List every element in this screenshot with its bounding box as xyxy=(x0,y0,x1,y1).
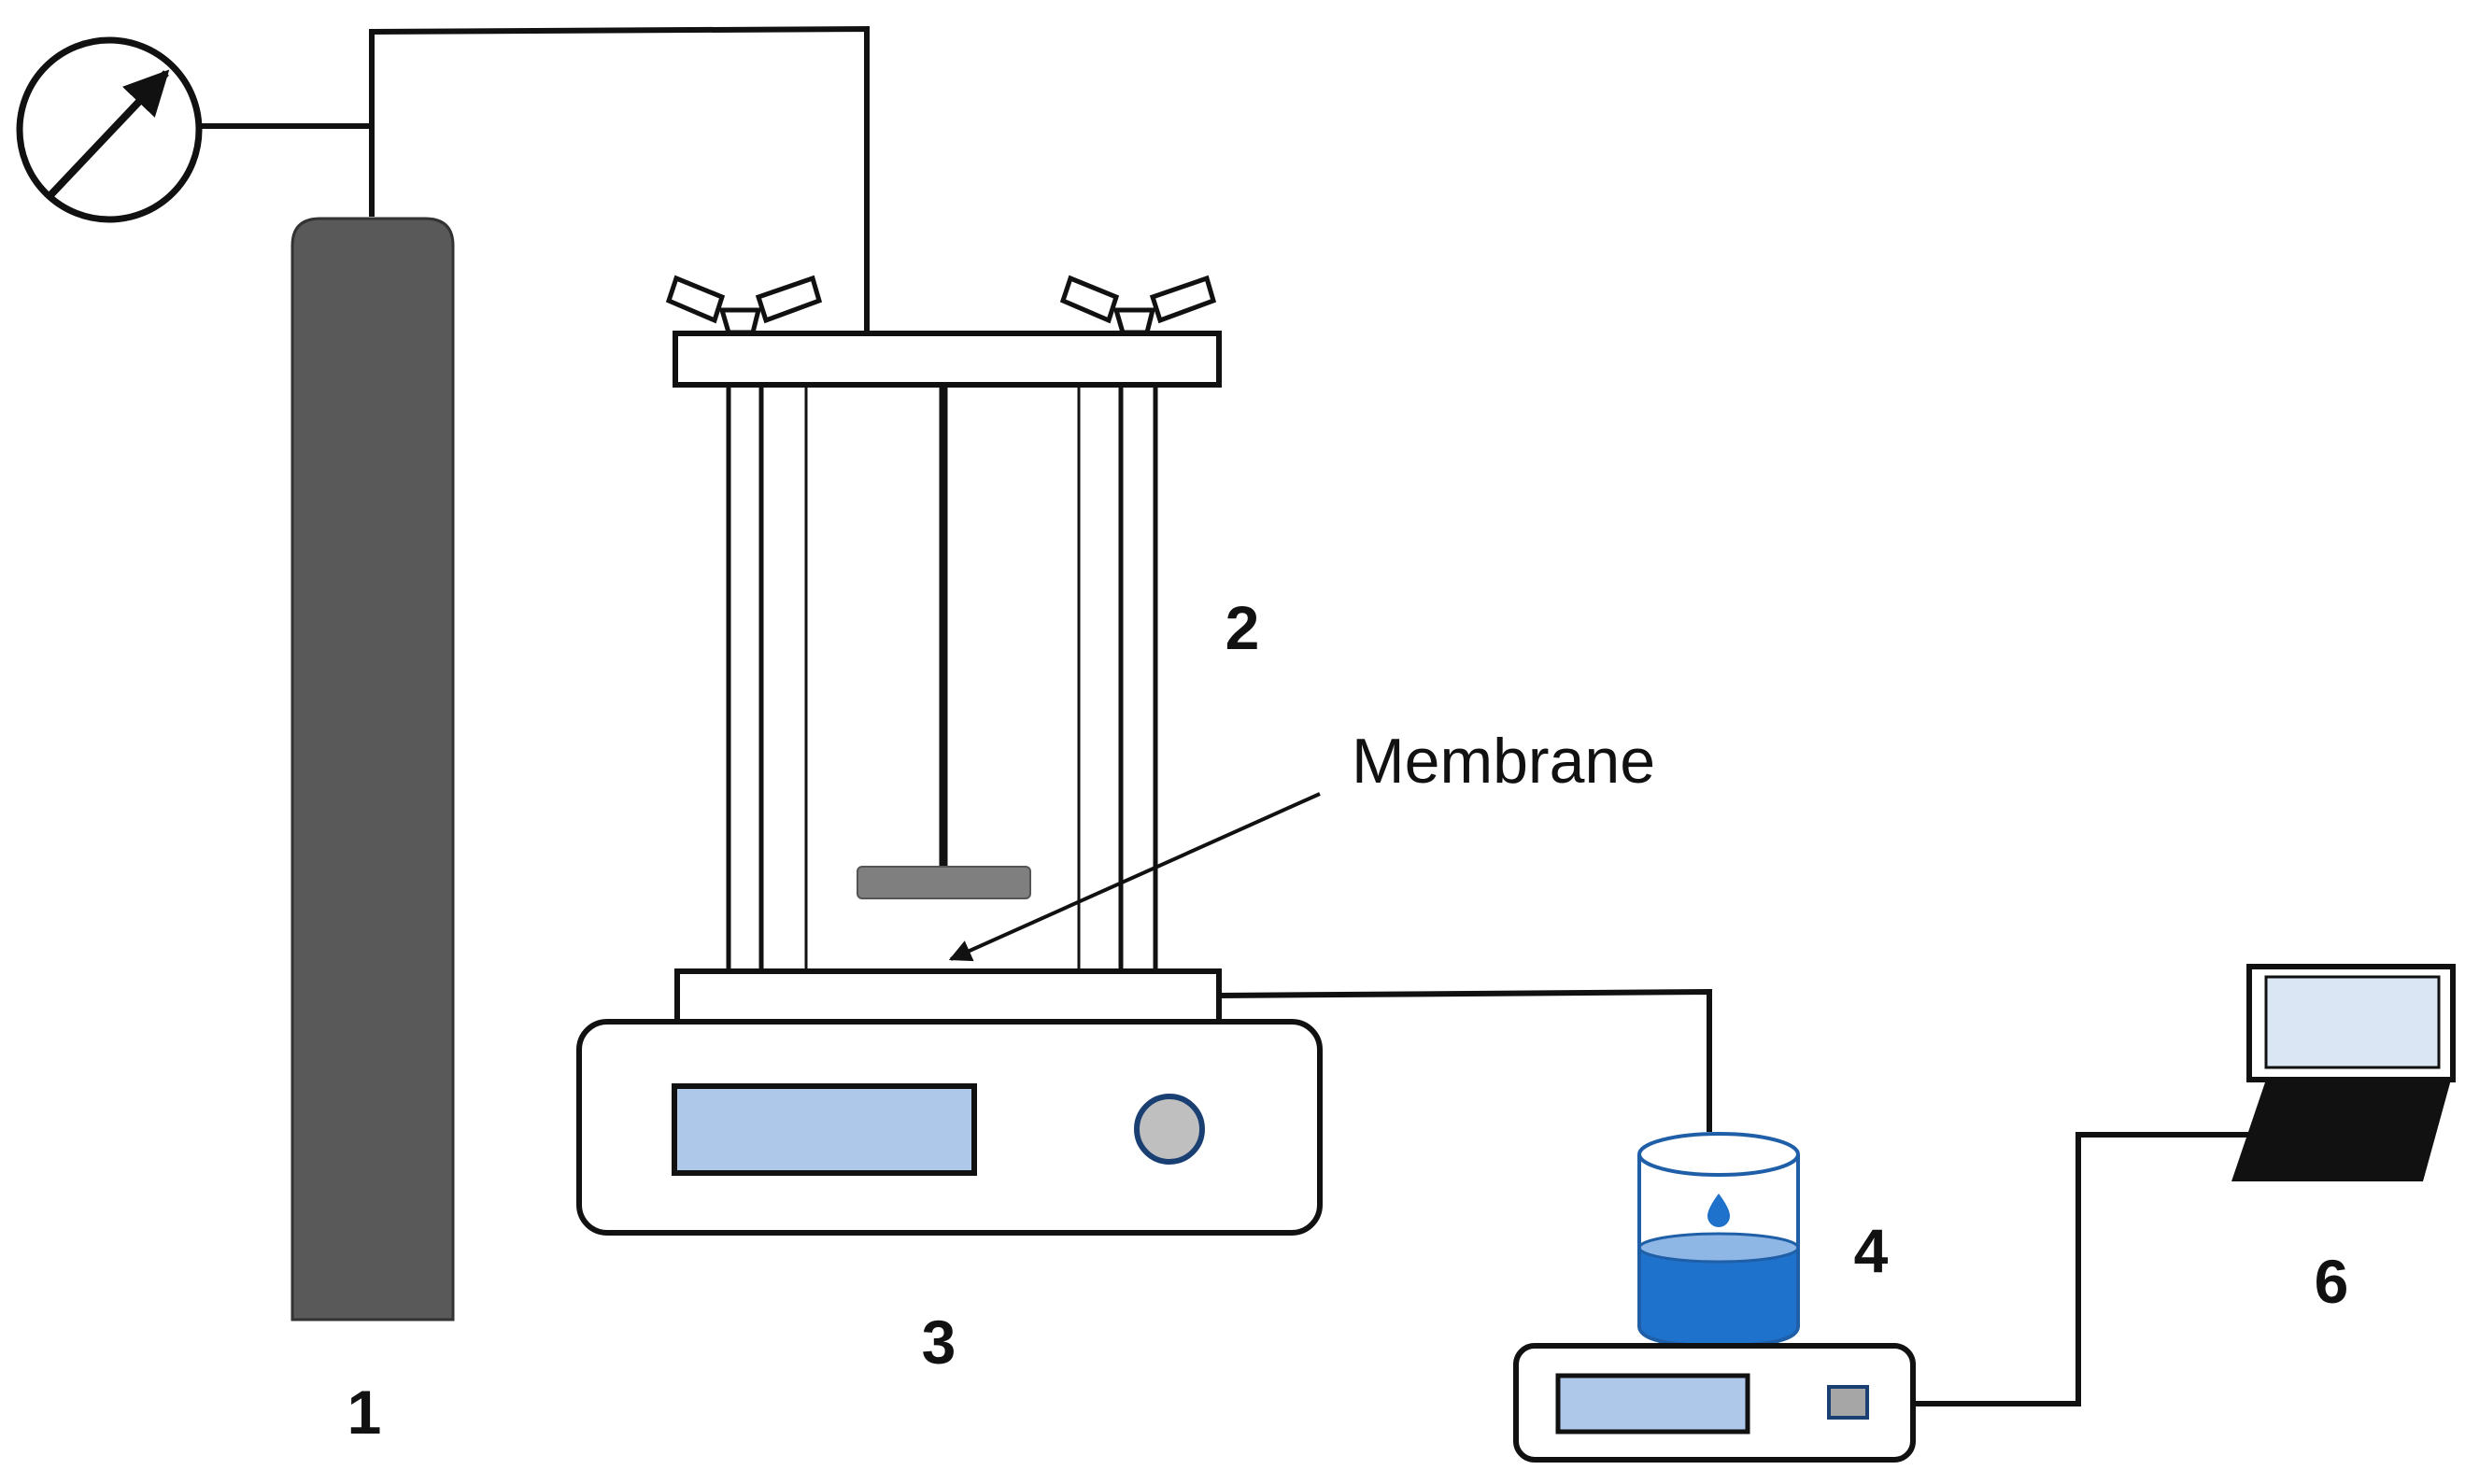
membrane-pointer xyxy=(948,792,1321,962)
stirrer-knob xyxy=(1134,1094,1205,1165)
permeate-tube xyxy=(1218,988,1712,1132)
balance-display xyxy=(1555,1373,1750,1435)
wing-nut-right xyxy=(1059,275,1217,335)
balance-button xyxy=(1827,1385,1869,1420)
label-gas-cylinder: 1 xyxy=(347,1378,382,1447)
stirrer-blade xyxy=(857,866,1031,899)
laptop-icon xyxy=(2231,964,2456,1181)
membrane-label: Membrane xyxy=(1352,726,1655,797)
laptop-base xyxy=(2231,1080,2451,1181)
water-surface xyxy=(1637,1232,1800,1264)
label-balance: 4 xyxy=(1854,1216,1889,1285)
balance xyxy=(1513,1343,1916,1463)
water-drop-icon xyxy=(1707,1194,1730,1227)
stirrer-display xyxy=(672,1083,977,1176)
wing-nut-left xyxy=(665,275,823,335)
label-filtration-cell: 2 xyxy=(1225,593,1260,662)
gas-cylinder xyxy=(290,217,455,1321)
label-computer: 6 xyxy=(2315,1247,2349,1316)
pressure-gauge-icon xyxy=(16,36,203,223)
laptop-screen xyxy=(2264,975,2441,1069)
cell-top-plate xyxy=(673,331,1222,388)
label-magnetic-stirrer: 3 xyxy=(922,1307,956,1377)
permeate-beaker xyxy=(1637,1132,1800,1349)
magnetic-stirrer xyxy=(576,1019,1323,1236)
data-cable xyxy=(1915,1132,2249,1406)
cell-bottom-plate xyxy=(674,968,1222,1025)
filtration-cell xyxy=(673,331,1222,1025)
